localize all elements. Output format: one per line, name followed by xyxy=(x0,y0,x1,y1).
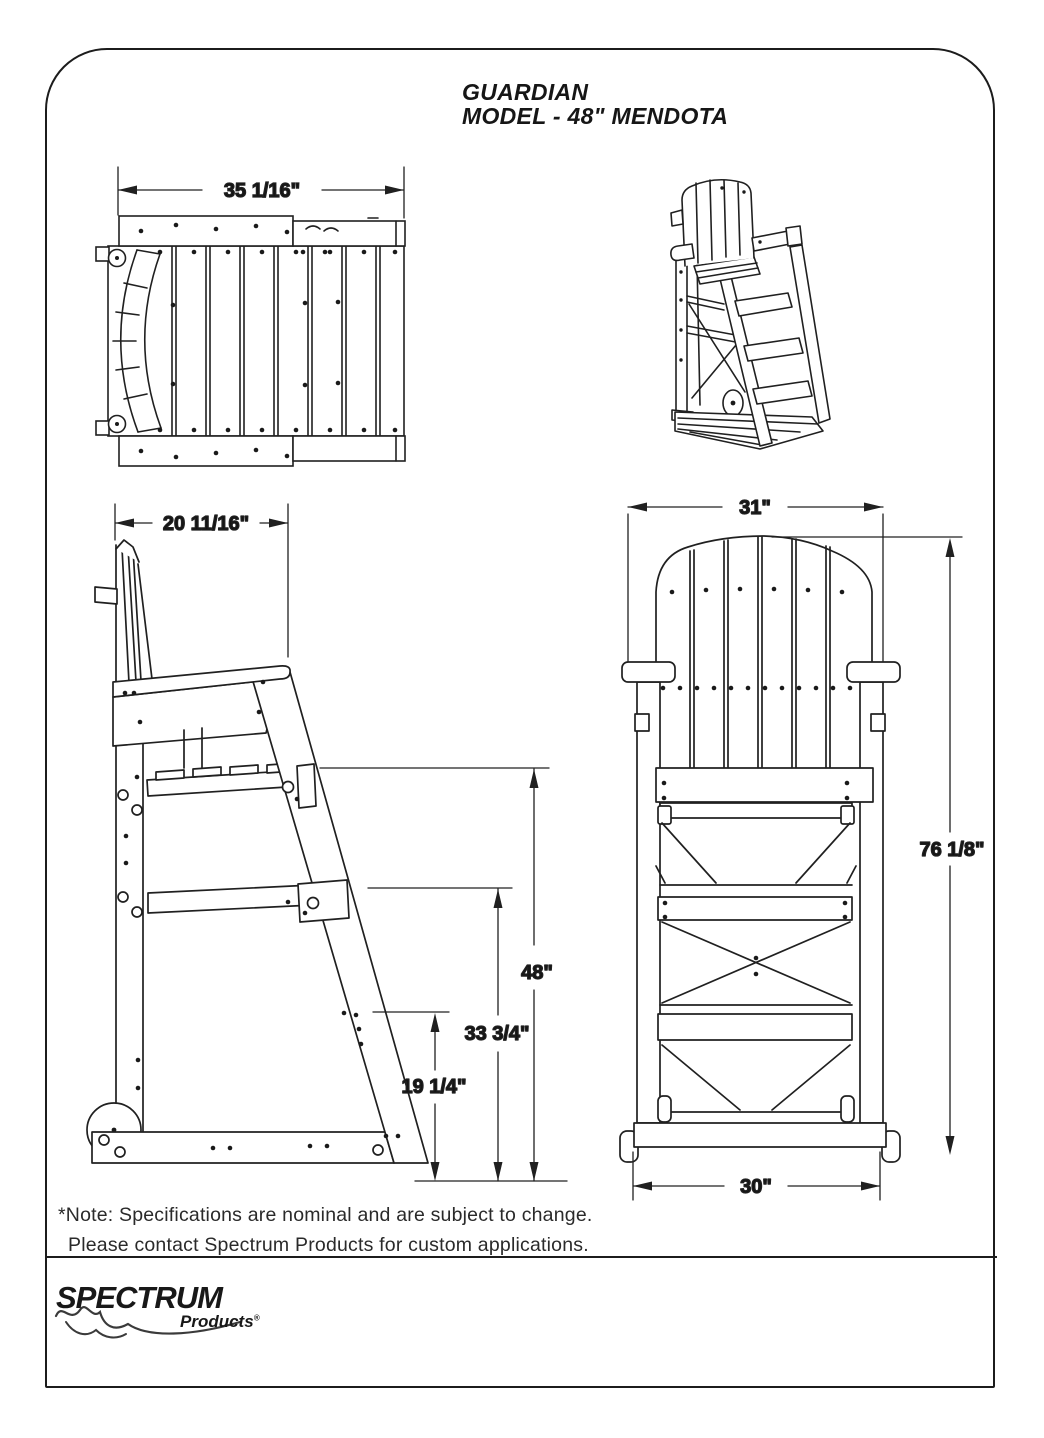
page-border xyxy=(45,48,995,1388)
front-view-dimensions: 31" 76 1/8" 30" xyxy=(627,496,985,1201)
dim-top-width: 35 1/16" xyxy=(224,180,300,202)
logo-wave-icon xyxy=(54,1306,242,1339)
registered-mark: ® xyxy=(253,1313,260,1323)
dim-total-height: 76 1/8" xyxy=(919,839,984,861)
dim-seat-depth: 20 11/16" xyxy=(163,513,249,535)
title-line2: MODEL - 48" MENDOTA xyxy=(462,103,729,129)
side-view: 20 11/16" 48" 33 3/4" 19 1/4" xyxy=(86,503,568,1182)
front-view-screws xyxy=(660,586,853,977)
front-view: 31" 76 1/8" 30" xyxy=(619,496,985,1201)
logo-brand: SPECTRUM xyxy=(56,1280,223,1315)
top-view: 35 1/16" xyxy=(95,166,406,467)
note-line1: *Note: Specifications are nominal and ar… xyxy=(58,1204,593,1226)
page-title: GUARDIAN MODEL - 48" MENDOTA xyxy=(462,80,728,128)
note-line2: Please contact Spectrum Products for cus… xyxy=(68,1234,589,1256)
dim-mid-height: 33 3/4" xyxy=(464,1023,529,1045)
dim-base-width: 30" xyxy=(740,1176,772,1198)
top-view-screws xyxy=(115,222,398,460)
side-view-screws xyxy=(122,679,401,1151)
dim-low-height: 19 1/4" xyxy=(401,1076,466,1098)
top-view-dimension: 35 1/16" xyxy=(117,166,405,219)
title-line1: GUARDIAN xyxy=(462,79,589,105)
logo-product-label: Products® xyxy=(180,1312,260,1331)
perspective-view xyxy=(670,178,831,450)
dim-front-width: 31" xyxy=(739,497,771,519)
footer-separator xyxy=(45,1256,997,1258)
spec-note: *Note: Specifications are nominal and ar… xyxy=(58,1200,592,1260)
spectrum-products-logo: SPECTRUM Products® xyxy=(52,1278,272,1358)
dim-platform-height: 48" xyxy=(521,962,553,984)
side-view-dimensions: 20 11/16" 48" 33 3/4" 19 1/4" xyxy=(114,503,568,1182)
